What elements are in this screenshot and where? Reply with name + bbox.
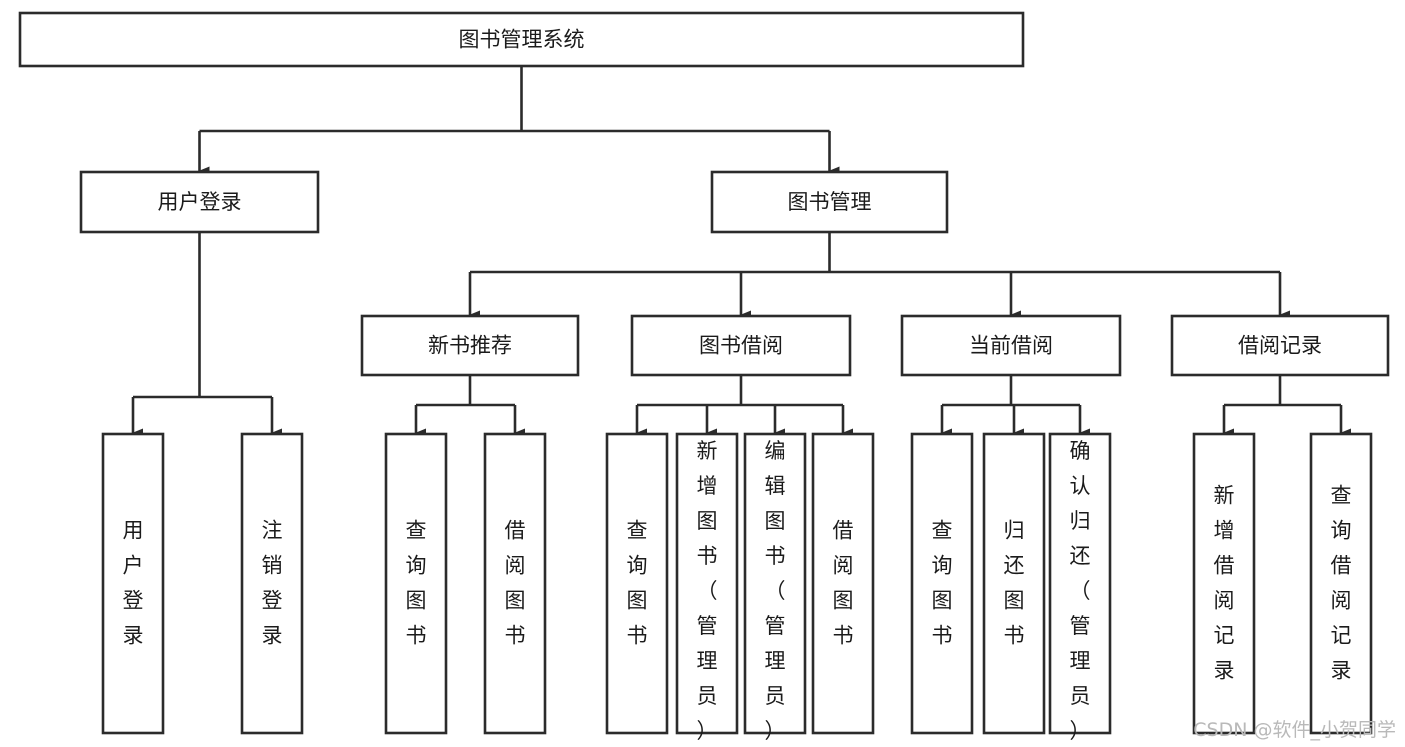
node-book-management[interactable]: 图书管理 bbox=[710, 170, 949, 234]
node-label-user-login: 用户登录 bbox=[158, 190, 242, 214]
node-current-borrow[interactable]: 当前借阅 bbox=[900, 314, 1122, 377]
node-label-new-book-recommend: 新书推荐 bbox=[428, 334, 512, 358]
node-label-leaf-query-book-borrow: 查询图书 bbox=[627, 519, 648, 648]
node-label-leaf-borrow-book-new: 借阅图书 bbox=[505, 519, 526, 648]
node-box-book-borrow bbox=[630, 314, 852, 377]
node-leaf-edit-book[interactable]: 编辑图书（管理员） bbox=[743, 432, 807, 743]
node-borrow-record[interactable]: 借阅记录 bbox=[1170, 314, 1390, 377]
node-box-leaf-logout bbox=[240, 432, 304, 735]
csdn-watermark: CSDN @软件_小贺同学 bbox=[1193, 719, 1396, 741]
node-box-leaf-query-book-new bbox=[384, 432, 448, 735]
node-label-root: 图书管理系统 bbox=[459, 28, 585, 52]
node-leaf-return-book[interactable]: 归还图书 bbox=[982, 432, 1046, 735]
node-box-new-book-recommend bbox=[360, 314, 580, 377]
node-label-current-borrow: 当前借阅 bbox=[969, 334, 1053, 358]
node-label-leaf-query-borrow-record: 查询借阅记录 bbox=[1331, 484, 1352, 683]
node-leaf-confirm-return[interactable]: 确认归还（管理员） bbox=[1048, 432, 1112, 743]
node-label-book-management: 图书管理 bbox=[788, 190, 872, 214]
node-leaf-query-borrow-record[interactable]: 查询借阅记录 bbox=[1309, 432, 1373, 735]
node-box-leaf-query-book-current bbox=[910, 432, 974, 735]
node-box-root bbox=[18, 11, 1025, 68]
node-label-leaf-user-login: 用户登录 bbox=[123, 519, 144, 648]
node-leaf-query-book-current[interactable]: 查询图书 bbox=[910, 432, 974, 735]
node-leaf-query-book-borrow[interactable]: 查询图书 bbox=[605, 432, 669, 735]
node-box-leaf-query-borrow-record bbox=[1309, 432, 1373, 735]
node-box-leaf-return-book bbox=[982, 432, 1046, 735]
node-box-leaf-edit-book bbox=[743, 432, 807, 735]
node-label-leaf-query-book-current: 查询图书 bbox=[932, 519, 953, 648]
node-box-leaf-add-borrow-record bbox=[1192, 432, 1256, 735]
node-box-user-login bbox=[79, 170, 320, 234]
node-book-borrow[interactable]: 图书借阅 bbox=[630, 314, 852, 377]
node-leaf-user-login[interactable]: 用户登录 bbox=[101, 432, 165, 735]
node-box-book-management bbox=[710, 170, 949, 234]
node-leaf-query-book-new[interactable]: 查询图书 bbox=[384, 432, 448, 735]
node-leaf-add-book[interactable]: 新增图书（管理员） bbox=[675, 432, 739, 743]
node-box-leaf-add-book bbox=[675, 432, 739, 735]
node-user-login[interactable]: 用户登录 bbox=[79, 170, 320, 234]
node-leaf-borrow-book-new[interactable]: 借阅图书 bbox=[483, 432, 547, 735]
node-box-current-borrow bbox=[900, 314, 1122, 377]
node-label-leaf-borrow-book: 借阅图书 bbox=[833, 519, 854, 648]
node-label-book-borrow: 图书借阅 bbox=[699, 334, 783, 358]
node-leaf-borrow-book[interactable]: 借阅图书 bbox=[811, 432, 875, 735]
node-label-leaf-edit-book: 编辑图书（管理员） bbox=[765, 439, 786, 743]
node-label-borrow-record: 借阅记录 bbox=[1238, 334, 1322, 358]
connector-edges bbox=[131, 66, 1351, 438]
node-label-leaf-confirm-return: 确认归还（管理员） bbox=[1070, 439, 1091, 743]
node-label-leaf-return-book: 归还图书 bbox=[1004, 519, 1025, 648]
node-label-leaf-add-book: 新增图书（管理员） bbox=[697, 439, 718, 743]
node-label-leaf-add-borrow-record: 新增借阅记录 bbox=[1214, 484, 1235, 683]
node-new-book-recommend[interactable]: 新书推荐 bbox=[360, 314, 580, 377]
node-box-leaf-borrow-book-new bbox=[483, 432, 547, 735]
node-root[interactable]: 图书管理系统 bbox=[18, 11, 1025, 68]
node-label-leaf-query-book-new: 查询图书 bbox=[406, 519, 427, 648]
diagram-nodes: 图书管理系统用户登录图书管理新书推荐图书借阅当前借阅借阅记录用户登录注销登录查询… bbox=[18, 11, 1390, 743]
node-leaf-add-borrow-record[interactable]: 新增借阅记录 bbox=[1192, 432, 1256, 735]
node-box-leaf-query-book-borrow bbox=[605, 432, 669, 735]
node-box-leaf-confirm-return bbox=[1048, 432, 1112, 735]
node-label-leaf-logout: 注销登录 bbox=[262, 519, 283, 648]
node-box-leaf-borrow-book bbox=[811, 432, 875, 735]
node-leaf-logout[interactable]: 注销登录 bbox=[240, 432, 304, 735]
node-box-leaf-user-login bbox=[101, 432, 165, 735]
node-box-borrow-record bbox=[1170, 314, 1390, 377]
